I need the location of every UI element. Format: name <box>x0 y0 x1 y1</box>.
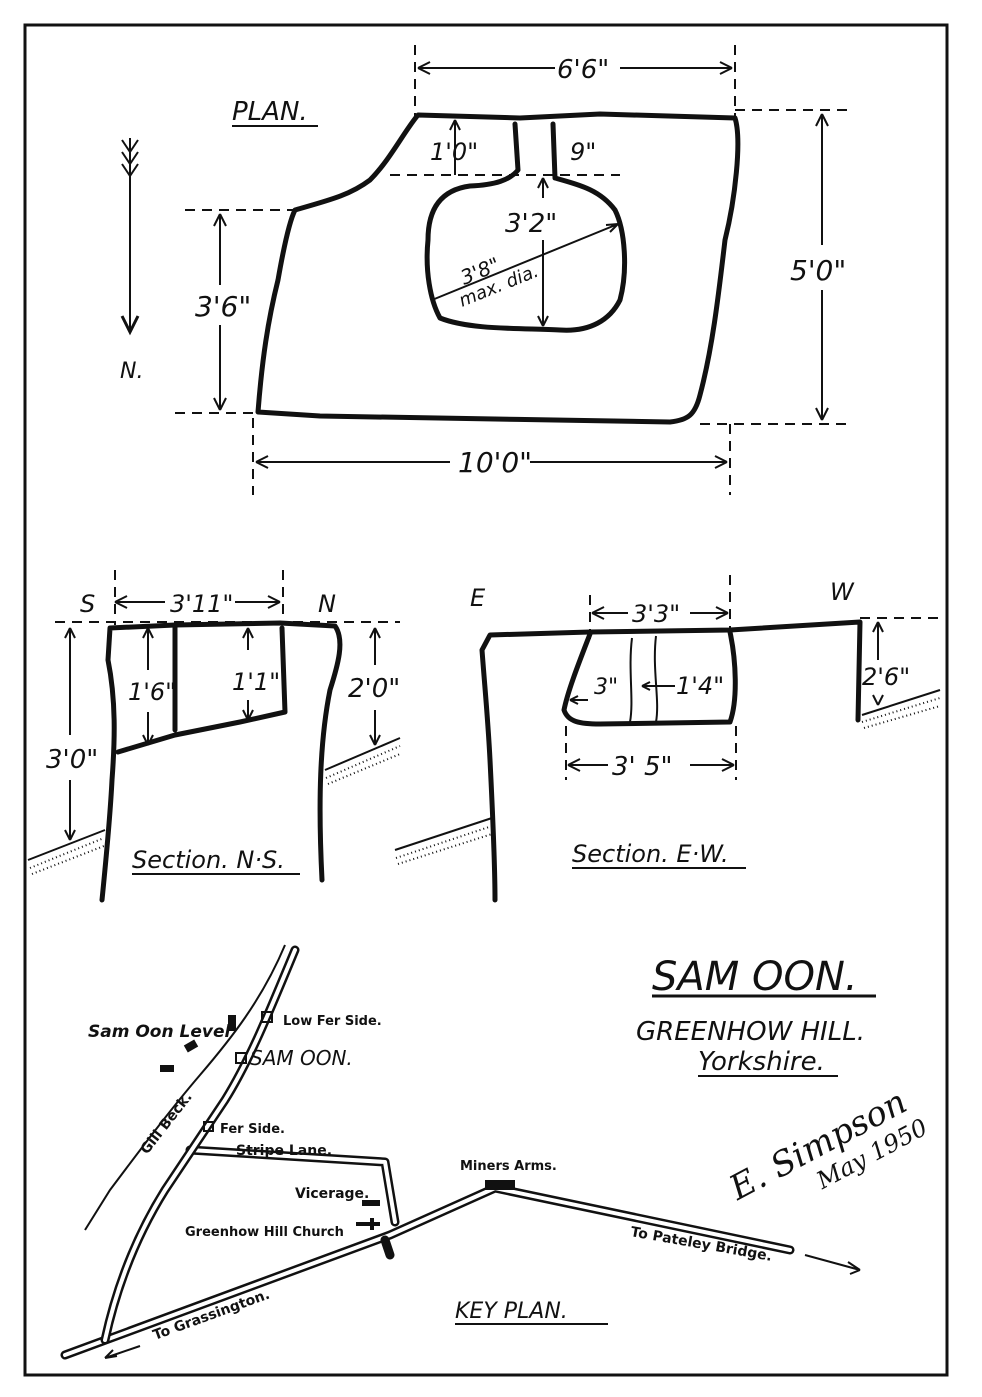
dim-arrow <box>142 627 154 746</box>
dim-arrow <box>569 695 588 705</box>
ground-line <box>861 689 941 716</box>
label-vicarage: Vicerage. <box>295 1186 369 1202</box>
section-ew-w-label: W <box>830 578 855 606</box>
dim-arrow <box>431 223 619 301</box>
label-low-fer-side: Low Fer Side. <box>283 1014 382 1029</box>
to-grassington-arrow <box>104 1345 141 1359</box>
dim-arrow <box>449 119 461 175</box>
dim-ew-top: 3'3" <box>632 600 680 628</box>
dim-ns-a: 1'6" <box>128 678 176 706</box>
cavity-lines <box>629 635 659 723</box>
building-icon <box>235 1052 247 1064</box>
signature: E. Simpson May 1950 <box>722 1082 932 1209</box>
ground-line <box>394 817 493 851</box>
dim-arrow <box>417 61 733 75</box>
county-name: Yorkshire. <box>698 1047 825 1077</box>
building-icon <box>203 1121 214 1132</box>
dim-ns-left: 3'0" <box>46 745 98 775</box>
section-ns-s-label: S <box>80 590 95 618</box>
section-ew-outline <box>479 619 863 903</box>
dim-arrow <box>567 758 735 772</box>
stream-line <box>84 944 286 1231</box>
plan-title: PLAN. <box>232 97 308 127</box>
dim-ns-right: 2'0" <box>348 674 400 704</box>
label-samoon-level: Sam Oon Level <box>88 1022 231 1042</box>
dim-arrow <box>64 627 76 841</box>
dim-width-top: 6'6" <box>557 55 609 85</box>
north-label: N. <box>120 359 143 384</box>
dim-right-height: 5'0" <box>790 254 846 287</box>
building-icon <box>228 1015 236 1031</box>
key-plan-title: KEY PLAN. <box>455 1299 568 1324</box>
dim-arrow <box>114 595 281 609</box>
key-plan: Sam Oon Level Low Fer Side. SAM OON. Gil… <box>60 944 861 1360</box>
miners-arms-icon <box>485 1180 515 1190</box>
label-sam-oon: SAM OON. <box>250 1046 353 1070</box>
dim-bottom-width: 10'0" <box>458 446 532 479</box>
dim-left-height: 3'6" <box>195 290 251 323</box>
section-ew: E W 3'3" 3" 1'4" 3' 5" 2'6" Section. E·W… <box>394 575 945 903</box>
dim-ns-top: 3'11" <box>170 590 233 618</box>
hole-outline <box>424 121 628 333</box>
to-pateley-arrow <box>804 1254 861 1275</box>
dim-ew-mid: 1'4" <box>676 672 724 700</box>
ground-line <box>27 829 106 861</box>
building-icon <box>160 1065 174 1072</box>
dim-hole-depth: 3'2" <box>505 209 557 239</box>
label-miners-arms: Miners Arms. <box>460 1159 557 1174</box>
section-ew-e-label: E <box>470 584 486 612</box>
dim-arrow <box>255 455 728 469</box>
church-icon <box>356 1218 380 1230</box>
dim-arrow <box>369 627 381 746</box>
section-ns-title: Section. N·S. <box>132 846 285 874</box>
dim-neck-right: 9" <box>570 138 596 166</box>
dim-arrow <box>242 627 254 721</box>
plan-view: PLAN. N. 6'6" 1'0" 9" 3'2" <box>120 45 850 495</box>
dim-arrow <box>872 621 884 706</box>
ground-hatch <box>861 697 941 729</box>
building-icon <box>261 1011 273 1023</box>
dim-ew-bottom: 3' 5" <box>612 752 672 782</box>
dim-ns-b: 1'1" <box>232 668 280 696</box>
label-church: Greenhow Hill Church <box>185 1225 344 1240</box>
ground-hatch <box>325 745 401 785</box>
ground-line <box>324 737 401 771</box>
section-ns-outline <box>99 620 343 903</box>
dim-arrow <box>213 213 227 411</box>
label-stripe-lane: Stripe Lane. <box>236 1143 332 1159</box>
dim-ew-small: 3" <box>594 675 618 700</box>
dim-neck-left: 1'0" <box>430 138 478 166</box>
section-ns-cavity <box>115 622 288 755</box>
dim-ew-right: 2'6" <box>862 663 910 691</box>
sheet-border <box>23 23 949 1377</box>
north-arrow-icon <box>120 138 140 336</box>
section-ew-cavity <box>561 629 738 727</box>
drawing-title: SAM OON. <box>652 954 858 1000</box>
dim-arrow <box>815 113 829 421</box>
section-ns-n-label: N <box>318 590 336 618</box>
dim-arrow <box>641 681 675 691</box>
section-ns: S N 3'11" 1'6" 1'1" 2'0" 3'0" Section. N… <box>27 570 401 903</box>
title-block: SAM OON. GREENHOW HILL. Yorkshire. <box>636 954 876 1077</box>
ground-hatch <box>395 825 493 865</box>
section-ew-title: Section. E·W. <box>572 840 729 868</box>
ground-hatch <box>29 837 105 875</box>
slab-outline <box>255 111 741 425</box>
dim-arrow <box>591 606 729 620</box>
label-fer-side: Fer Side. <box>220 1122 285 1137</box>
dim-arrow <box>537 177 549 327</box>
lane-stub <box>380 1235 395 1260</box>
vicarage-icon <box>362 1200 380 1206</box>
building-icon <box>183 1039 199 1053</box>
place-name: GREENHOW HILL. <box>636 1017 865 1047</box>
